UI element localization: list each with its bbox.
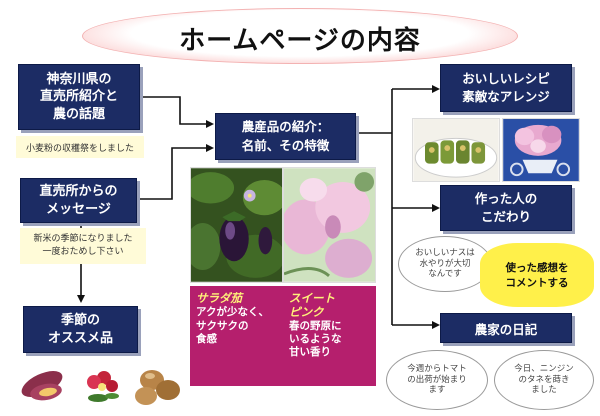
chestnut-icon	[135, 370, 180, 405]
eggplant-desc: アクが少なく、 サクサクの 食感	[196, 305, 269, 346]
box-shop-intro-label: 神奈川県の 直売所紹介と 農の話題	[39, 71, 118, 122]
recipe-dish-photo	[412, 118, 500, 182]
diary-bubble-1-text: 今週からトマト の出荷が始まり ます	[407, 364, 467, 396]
sweet-pea-label: スイート ピンク 春の野原に いるような 甘い香り	[283, 286, 376, 386]
flower-arrangement-photo	[502, 118, 580, 182]
sweet-pea-photo	[283, 167, 376, 283]
title-banner	[82, 8, 518, 64]
box-diary: 農家の日記	[440, 313, 572, 343]
note-harvest-text: 小麦粉の収穫祭をしました	[25, 143, 134, 154]
box-shop-intro: 神奈川県の 直売所紹介と 農の話題	[18, 64, 140, 130]
maker-quote-text: おいしいナスは 水やりが大切 なんです	[415, 248, 475, 280]
box-season-label: 季節の オススメ品	[47, 312, 113, 346]
sweet-potato-icon	[21, 371, 63, 401]
box-shop-message: 直売所からの メッセージ	[20, 178, 137, 223]
box-season: 季節の オススメ品	[23, 306, 138, 353]
eggplant-name: サラダ茄	[196, 291, 242, 305]
box-maker: 作った人の こだわり	[440, 185, 572, 231]
diary-bubble-2-text: 今日、ニンジン のタネを蒔き ました	[514, 364, 574, 396]
flower-icon	[87, 371, 119, 402]
comment-cloud: 使った感想を コメントする	[490, 249, 584, 301]
sweet-pea-desc: 春の野原に いるような 甘い香り	[289, 319, 342, 358]
note-new-rice-text: 新米の季節になりました 一度おためし下さい	[33, 233, 133, 257]
box-shop-message-label: 直売所からの メッセージ	[39, 183, 118, 217]
note-new-rice: 新米の季節になりました 一度おためし下さい	[20, 228, 146, 264]
eggplant-label: サラダ茄 アクが少なく、 サクサクの 食感	[190, 286, 283, 386]
box-maker-label: 作った人の こだわり	[474, 190, 538, 224]
sweet-pea-name: スイート ピンク	[289, 291, 335, 320]
page-title: ホームページの内容	[179, 26, 421, 56]
maker-quote-bubble: おいしいナスは 水やりが大切 なんです	[398, 236, 492, 292]
note-harvest: 小麦粉の収穫祭をしました	[16, 136, 144, 158]
eggplant-photo	[190, 167, 283, 283]
diary-bubble-1: 今週からトマト の出荷が始まり ます	[386, 350, 488, 410]
box-diary-label: 農家の日記	[474, 321, 538, 337]
season-produce-image	[21, 370, 180, 405]
box-products: 農産品の紹介： 名前、その特徴	[215, 113, 356, 160]
box-recipe: おいしいレシピ 素敵なアレンジ	[440, 64, 572, 112]
diary-bubble-2: 今日、ニンジン のタネを蒔き ました	[494, 350, 594, 410]
comment-cloud-text: 使った感想を コメントする	[505, 262, 569, 289]
box-recipe-label: おいしいレシピ 素敵なアレンジ	[462, 70, 550, 104]
box-products-label: 農産品の紹介： 名前、その特徴	[241, 119, 330, 153]
